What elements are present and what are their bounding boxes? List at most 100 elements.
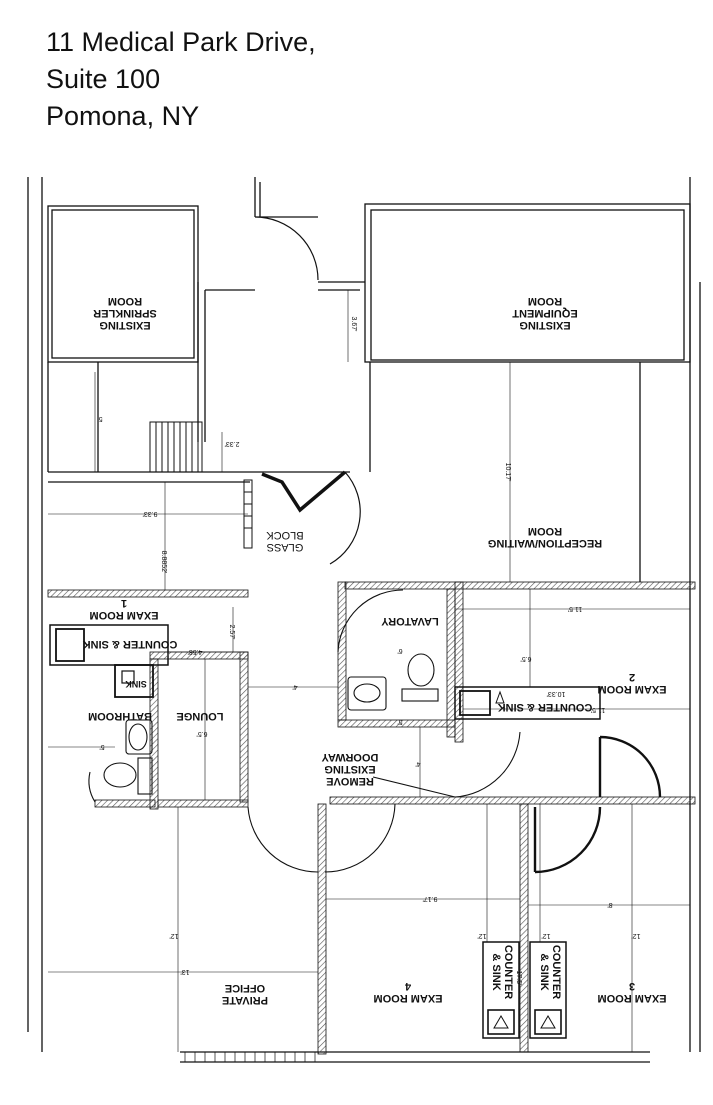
private-office-label-2: OFFICE <box>225 982 265 994</box>
glass-label-2: BLOCK <box>266 529 304 541</box>
dim-17-5: 17.5' <box>515 971 522 986</box>
exam1-label-2: 1 <box>121 597 127 609</box>
lavatory-door-swing <box>337 589 404 653</box>
dim-11-5b: 11.5' <box>591 706 605 713</box>
dim-6-5a: 6.5' <box>196 730 207 737</box>
corridor-door-swing-right <box>324 803 396 873</box>
reception-south-wall <box>344 581 696 590</box>
address-line-3: Pomona, NY <box>46 101 200 131</box>
exam3-exam4-partition <box>519 803 529 1053</box>
angled-wall <box>261 470 347 513</box>
reception-door-swing <box>329 471 361 565</box>
lounge-east-wall <box>239 651 249 803</box>
dimension-labels: 3.67' 2.33' 5' 9.33' 8.8852' 10.17' 2.57… <box>97 317 640 986</box>
equipment-label-1: EXISTING <box>519 319 570 331</box>
address-line-1: 11 Medical Park Drive, <box>46 27 316 57</box>
dim-4-58: 4.58' <box>188 648 203 655</box>
bathroom-label: BATHROOM <box>88 710 152 722</box>
sink-small-label: SINK <box>125 679 147 689</box>
dim-4: 4' <box>292 683 297 690</box>
dim-4b: 4' <box>415 760 420 767</box>
lounge-south-wall <box>157 799 249 808</box>
lavatory-east-wall <box>446 588 456 738</box>
bathroom-door-swing <box>88 771 96 803</box>
reception-label-1: RECEPTION/WAITING <box>488 537 602 549</box>
address-header: 11 Medical Park Drive, Suite 100 Pomona,… <box>0 0 713 172</box>
equipment-room-walls <box>364 203 691 363</box>
equipment-label-3: ROOM <box>528 295 562 307</box>
remove-label-1: REMOVE <box>326 775 374 787</box>
exam3-label-1: EXAM ROOM <box>597 992 666 1004</box>
exam4-label-1: EXAM ROOM <box>373 992 442 1004</box>
equipment-label-2: EQUIPMENT <box>512 307 578 319</box>
dim-2-57: 2.57' <box>228 625 235 640</box>
sprinkler-room-walls <box>47 205 199 363</box>
bathroom-east-wall <box>149 658 159 810</box>
private-office-label-1: PRIVATE <box>222 994 268 1006</box>
dim-6-5b: 6.5' <box>520 655 531 662</box>
counter-sink-4 <box>482 941 520 1039</box>
dim-2-33: 2.33' <box>225 440 240 447</box>
dim-5c: 5' <box>397 718 402 725</box>
counter-sink-3-label-2: & SINK <box>538 953 550 990</box>
counter-sink-3-label-1: COUNTER <box>550 945 562 999</box>
removed-door-swing <box>454 731 521 798</box>
corridor-walls <box>47 177 641 582</box>
remove-label-2: EXISTING <box>324 763 375 775</box>
sink-small-basin <box>121 670 135 684</box>
sink-4-basin <box>487 1009 515 1035</box>
counter-sink-1 <box>49 624 169 666</box>
sink-small <box>114 664 154 698</box>
bathroom-south-wall <box>94 799 156 808</box>
lavatory-west-wall <box>337 581 347 721</box>
lounge-label: LOUNGE <box>176 710 223 722</box>
sink-3-drain <box>540 1015 556 1029</box>
exam1-south-wall <box>47 589 249 598</box>
reception-label-2: ROOM <box>528 525 562 537</box>
sprinkler-label-3: ROOM <box>108 295 142 307</box>
lavatory-label: LAVATORY <box>381 615 439 627</box>
exam2-label-1: EXAM ROOM <box>597 683 666 695</box>
dim-10-33: 10.33' <box>547 690 566 697</box>
dim-8-8852: 8.8852' <box>160 551 167 574</box>
dim-12b: 12' <box>477 932 486 939</box>
counter-sink-4-label-2: & SINK <box>490 953 502 990</box>
exam2-door-swing <box>598 735 662 798</box>
entry-door-swing <box>254 216 319 281</box>
glass-label-1: GLASS <box>267 541 304 553</box>
bottom-window <box>184 1052 316 1062</box>
stairs <box>149 421 203 473</box>
exam3-label-2: 3 <box>629 980 635 992</box>
exam2-west-wall <box>454 581 464 743</box>
remove-label-3: DOORWAY <box>321 751 379 763</box>
exam3-door-swing <box>533 806 602 874</box>
dimension-lines <box>48 290 690 1052</box>
dim-9-33: 9.33' <box>143 510 158 517</box>
dim-9-17: 9.17' <box>423 895 438 902</box>
sink-2-drain <box>495 690 505 704</box>
sprinkler-label-2: SPRINKLER <box>93 307 157 319</box>
sprinkler-label-1: EXISTING <box>99 319 150 331</box>
dim-6: 6' <box>397 647 402 654</box>
counter-sink-2 <box>454 686 601 720</box>
lavatory-south-wall <box>337 719 456 728</box>
dim-5b: 5' <box>99 743 104 750</box>
dim-3-67: 3.67' <box>350 317 357 332</box>
dim-5a: 5' <box>97 415 102 422</box>
bathroom-fixtures <box>103 719 153 795</box>
exam1-label-1: EXAM ROOM <box>89 609 158 621</box>
sink-4-drain <box>493 1015 509 1029</box>
exam4-label-2: 4 <box>404 980 411 992</box>
counter-sink-2-label: COUNTER & SINK <box>498 701 593 713</box>
floor-plan-drawing: EXISTING SPRINKLER ROOM EXISTING EQUIPME… <box>27 177 701 1063</box>
dim-13: 13' <box>180 968 189 975</box>
private-office-east-wall <box>317 803 327 1055</box>
address-line-2: Suite 100 <box>46 64 161 94</box>
exam-rooms-north-wall <box>329 796 696 805</box>
floor-plan: EXISTING SPRINKLER ROOM EXISTING EQUIPME… <box>0 172 713 1100</box>
sink-1-basin <box>55 628 85 662</box>
exam2-label-2: 2 <box>629 671 635 683</box>
counter-sink-3 <box>529 941 567 1039</box>
sink-3-basin <box>534 1009 562 1035</box>
counter-sink-1-label: COUNTER & SINK <box>83 638 178 650</box>
